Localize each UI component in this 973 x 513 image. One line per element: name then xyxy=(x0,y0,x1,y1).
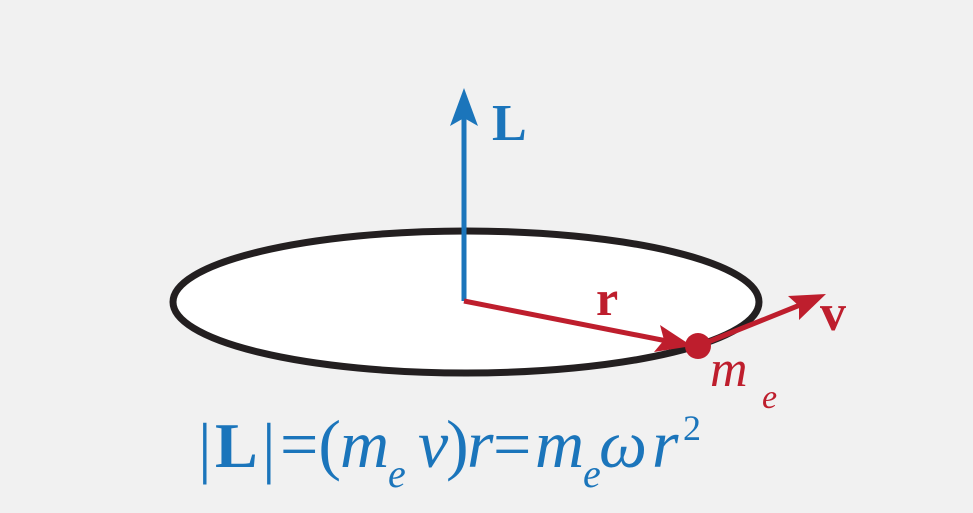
velocity-vector xyxy=(697,300,806,349)
formula-e1: e xyxy=(388,451,406,496)
formula-v: v xyxy=(418,406,449,482)
formula-exponent: 2 xyxy=(683,408,701,448)
formula-omega: ω xyxy=(599,406,647,482)
formula-r1: r xyxy=(467,406,494,482)
electron-mass-point xyxy=(685,333,711,359)
formula-e2: e xyxy=(583,451,601,496)
formula-r2: r xyxy=(652,406,679,482)
label-r: r xyxy=(596,270,618,326)
formula-eq2: = xyxy=(493,406,531,482)
formula-m2: m xyxy=(535,406,584,482)
velocity-arrowhead xyxy=(788,294,826,320)
formula-L: L xyxy=(215,410,258,481)
formula-eq1: =( xyxy=(280,406,341,482)
label-v: v xyxy=(820,285,846,342)
label-L: L xyxy=(492,95,527,152)
label-mass-subscript: e xyxy=(762,379,777,416)
angular-momentum-arrowhead xyxy=(450,88,478,126)
label-mass: m xyxy=(710,341,748,398)
formula: | L | =( m e v ) r = m e ω r 2 xyxy=(198,406,701,496)
radius-arrowhead xyxy=(654,325,692,352)
formula-close: ) xyxy=(446,406,469,482)
radius-vector xyxy=(463,298,673,345)
formula-bar-open: | xyxy=(198,409,212,485)
formula-bar-close: | xyxy=(262,409,276,485)
formula-m1: m xyxy=(340,406,389,482)
